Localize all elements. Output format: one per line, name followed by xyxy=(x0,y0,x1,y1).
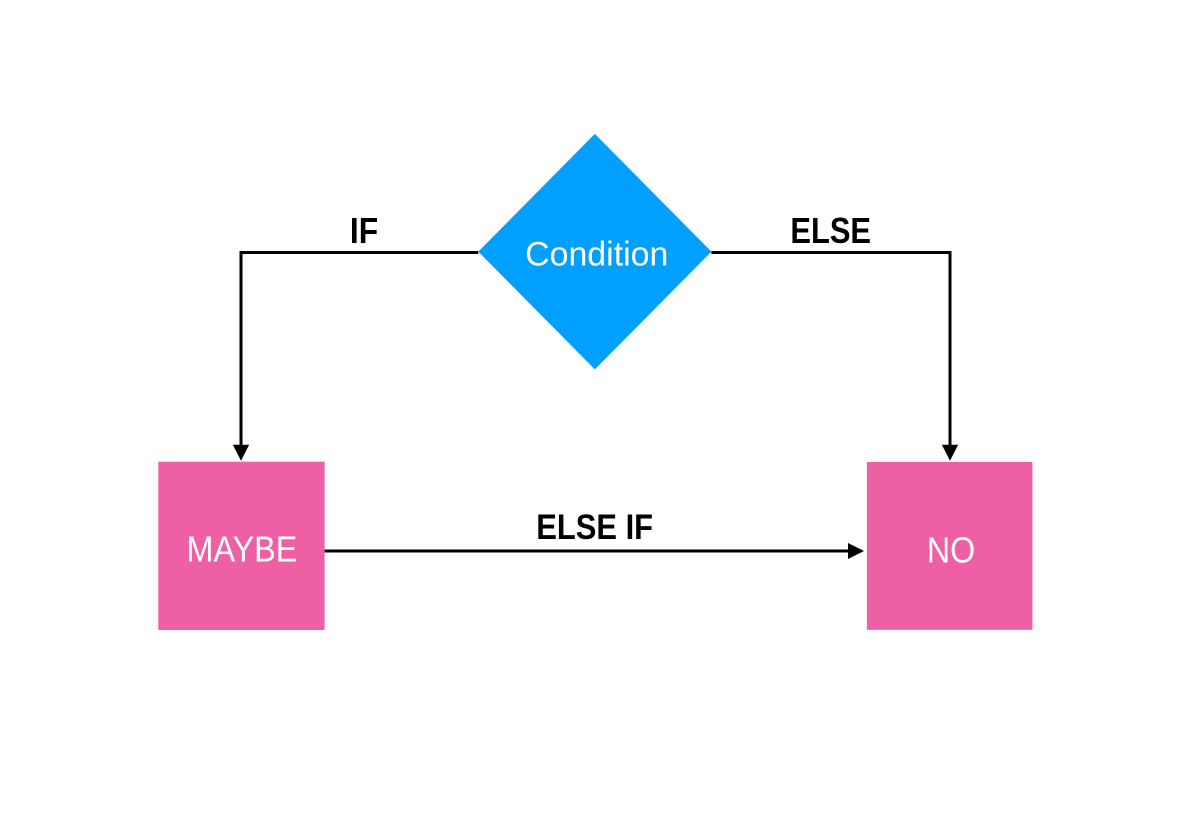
svg-text:ELSE IF: ELSE IF xyxy=(536,508,653,547)
svg-text:NO: NO xyxy=(927,530,975,571)
svg-text:MAYBE: MAYBE xyxy=(187,529,298,570)
svg-text:IF: IF xyxy=(350,210,378,251)
svg-text:Condition: Condition xyxy=(525,236,668,274)
svg-text:ELSE: ELSE xyxy=(790,210,871,251)
